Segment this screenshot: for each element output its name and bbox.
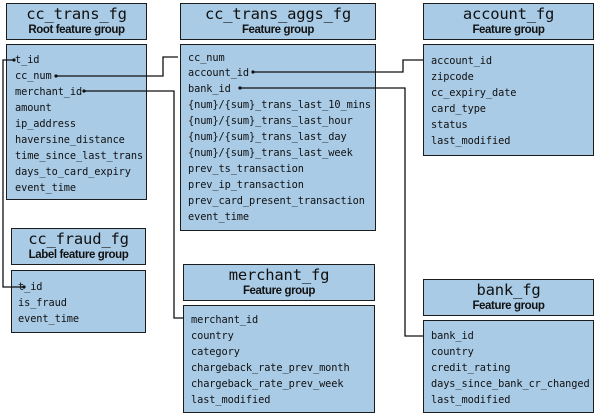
bank-fg-title: bank_fg [476,281,541,299]
cc-fraud-fg-title: cc_fraud_fg [28,230,129,248]
cc-trans-fg-header: cc_trans_fg Root feature group [6,3,147,40]
field-prev-card-present-transaction: prev_card_present_transaction [188,195,365,207]
cc-trans-aggs-fg-header: cc_trans_aggs_fg Feature group [180,3,376,40]
field-status: status [431,119,468,131]
field-account-id: account_id [188,67,249,79]
field-prev-ts-transaction: prev_ts_transaction [188,163,304,175]
merchant-fg-fields: merchant_id country category chargeback_… [183,305,375,413]
cc-trans-fg-title: cc_trans_fg [26,5,127,23]
cc-trans-aggs-fg-title: cc_trans_aggs_fg [204,5,352,23]
field-event-time: event_time [188,211,249,223]
field-time-since-last-trans: time_since_last_trans [15,150,144,162]
field-last-modified: last_modified [431,394,511,406]
field-event-time: event_time [18,313,79,325]
cc-fraud-fg-subtitle: Label feature group [28,249,129,261]
account-fg-title: account_fg [462,5,555,23]
field-trans-last-10-mins: {num}/{sum}_trans_last_10_mins [188,99,371,111]
cc-trans-fg-subtitle: Root feature group [28,24,125,36]
field-last-modified: last_modified [191,394,271,406]
field-cc-num: cc_num [15,70,52,82]
field-cc-expiry-date: cc_expiry_date [431,87,517,99]
field-account-id: account_id [431,55,492,67]
field-zipcode: zipcode [431,71,474,83]
account-fg-subtitle: Feature group [472,24,545,36]
field-haversine-distance: haversine_distance [15,134,125,146]
field-ip-address: ip_address [15,118,76,130]
merchant-fg-header: merchant_fg Feature group [183,264,375,301]
field-bank-id: bank_id [188,83,231,95]
bank-fg-header: bank_fg Feature group [423,279,594,316]
bank-fg-fields: bank_id country credit_rating days_since… [423,320,594,413]
field-chargeback-rate-prev-week: chargeback_rate_prev_week [191,378,344,390]
field-trans-last-week: {num}/{sum}_trans_last_week [188,147,353,159]
field-event-time: event_time [15,182,76,194]
field-cc-num: cc_num [188,52,225,64]
field-merchant-id: merchant_id [15,86,83,98]
cc-fraud-fg-fields: t_id is_fraud event_time [11,270,146,333]
field-trans-last-hour: {num}/{sum}_trans_last_hour [188,115,353,127]
field-country: country [191,330,234,342]
field-chargeback-rate-prev-month: chargeback_rate_prev_month [191,362,350,374]
field-t-id: t_id [15,54,40,66]
bank-fg-subtitle: Feature group [472,300,545,312]
account-fg-fields: account_id zipcode cc_expiry_date card_t… [423,44,594,156]
cc-trans-aggs-fg-subtitle: Feature group [241,24,315,36]
field-days-since-bank-cr-changed: days_since_bank_cr_changed [431,378,590,390]
field-credit-rating: credit_rating [431,362,511,374]
field-merchant-id: merchant_id [191,314,259,326]
field-is-fraud: is_fraud [18,297,67,309]
field-prev-ip-transaction: prev_ip_transaction [188,179,304,191]
field-category: category [191,346,240,358]
field-t-id: t_id [18,281,43,293]
cc-trans-fg-fields: t_id cc_num merchant_id amount ip_addres… [6,44,147,200]
field-last-modified: last_modified [431,135,511,147]
cc-trans-aggs-fg-fields: cc_num account_id bank_id {num}/{sum}_tr… [180,44,376,231]
field-amount: amount [15,102,52,114]
merchant-fg-subtitle: Feature group [242,285,316,297]
field-card-type: card_type [431,103,486,115]
merchant-fg-title: merchant_fg [228,266,330,284]
field-days-to-card-expiry: days_to_card_expiry [15,166,131,178]
field-country: country [431,346,474,358]
field-bank-id: bank_id [431,330,474,342]
account-fg-header: account_fg Feature group [423,3,594,40]
field-trans-last-day: {num}/{sum}_trans_last_day [188,131,347,143]
cc-fraud-fg-header: cc_fraud_fg Label feature group [11,228,146,265]
